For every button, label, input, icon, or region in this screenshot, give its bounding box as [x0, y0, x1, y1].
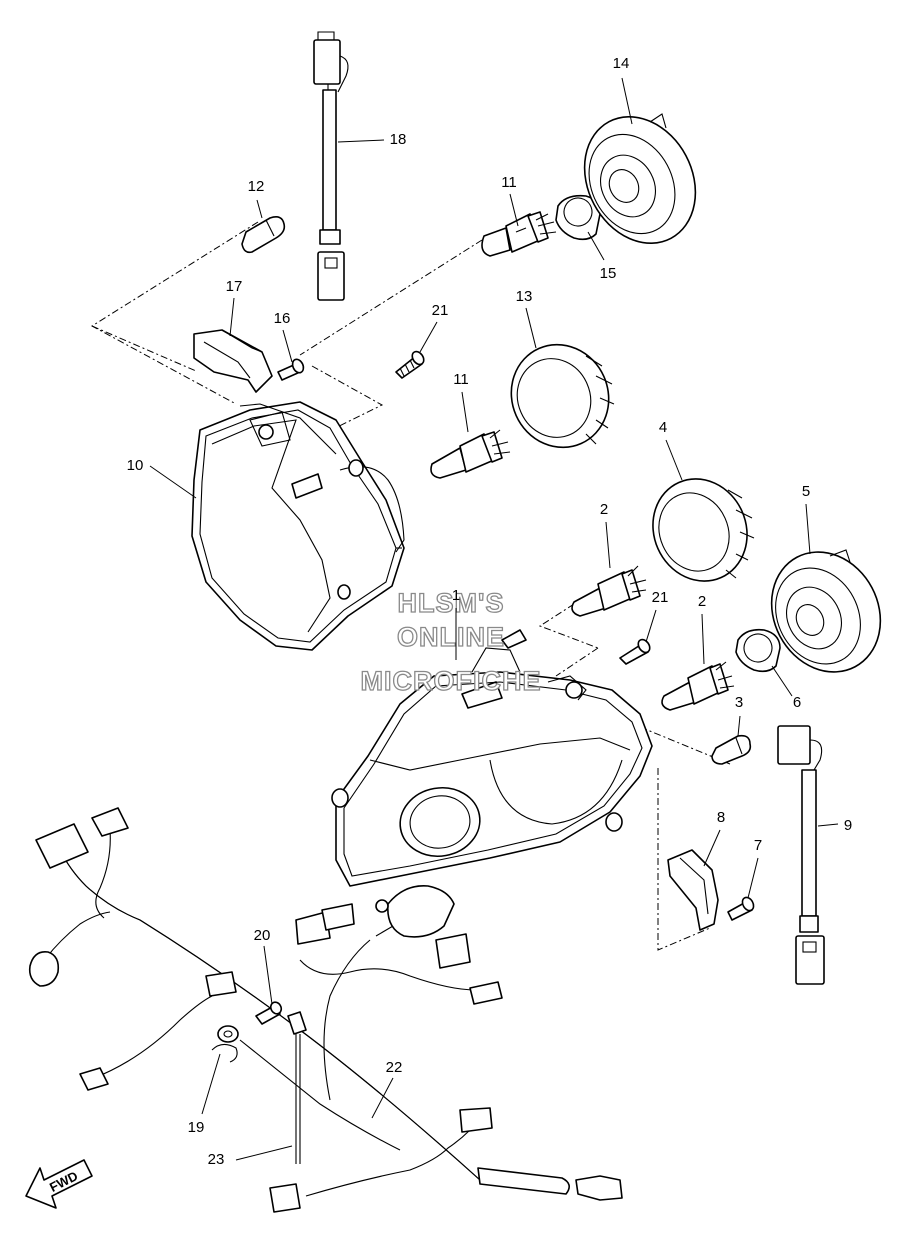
callout-6: 6	[793, 694, 801, 711]
callout-1: 1	[452, 587, 460, 604]
callout-13: 13	[516, 288, 533, 305]
callout-10: 10	[127, 457, 144, 474]
headlight-housing-1	[331, 647, 653, 887]
socket-lead-18	[313, 31, 349, 301]
screw-16	[277, 358, 305, 381]
bracket-17	[193, 329, 273, 393]
callout-21-lower: 21	[652, 589, 669, 606]
callout-16: 16	[274, 310, 291, 327]
callout-21-upper: 21	[432, 302, 449, 319]
ring-13	[510, 343, 615, 449]
watermark-line-3: MICROFICHE	[361, 666, 542, 696]
callout-17: 17	[226, 278, 243, 295]
callouts: 14 18 12 11 15 17 16 21 13 11 10 4 5 2 2…	[127, 55, 853, 1168]
cover-5	[770, 549, 882, 673]
callout-14: 14	[613, 55, 630, 72]
callout-5: 5	[802, 483, 810, 500]
wire-harness-22	[28, 807, 623, 1213]
callout-7: 7	[754, 837, 762, 854]
screw-21-upper	[395, 350, 425, 379]
watermark: HLSM'S ONLINE MICROFICHE	[360, 587, 542, 696]
bulb-3	[711, 734, 752, 765]
callout-9: 9	[844, 817, 852, 834]
bulb-2-upper	[571, 565, 647, 617]
bracket-8	[667, 849, 719, 931]
callout-11-upper: 11	[501, 174, 517, 191]
leader-lines	[149, 77, 839, 1161]
callout-11-lower: 11	[453, 371, 469, 388]
bulb-11-upper	[481, 211, 557, 257]
callout-8: 8	[717, 809, 725, 826]
callout-23: 23	[208, 1151, 225, 1168]
watermark-line-2: ONLINE	[397, 622, 505, 652]
fwd-arrow: FWD	[25, 1159, 93, 1209]
cable-tie-23	[287, 1011, 307, 1164]
screw-7	[727, 896, 755, 921]
bulb-2-lower	[661, 661, 735, 711]
callout-15: 15	[600, 265, 617, 282]
boot-6	[735, 628, 781, 673]
callout-18: 18	[390, 131, 407, 148]
callout-3: 3	[735, 694, 743, 711]
clamp-19	[211, 1025, 239, 1063]
screw-21-lower	[501, 629, 651, 665]
callout-12: 12	[248, 178, 265, 195]
ring-4	[652, 478, 755, 582]
bulb-11-lower	[430, 429, 511, 479]
callout-2-lower: 2	[698, 593, 706, 610]
callout-2-upper: 2	[600, 501, 608, 518]
headlight-housing-10	[191, 401, 405, 651]
bulb-12	[241, 216, 286, 254]
callout-19: 19	[188, 1119, 205, 1136]
boot-15	[555, 194, 601, 241]
watermark-line-1: HLSM'S	[398, 588, 505, 618]
callout-20: 20	[254, 927, 271, 944]
screw-20	[255, 1001, 283, 1025]
socket-lead-9	[777, 725, 825, 985]
callout-22: 22	[386, 1059, 403, 1076]
cover-14	[583, 113, 697, 244]
callout-4: 4	[659, 419, 667, 436]
